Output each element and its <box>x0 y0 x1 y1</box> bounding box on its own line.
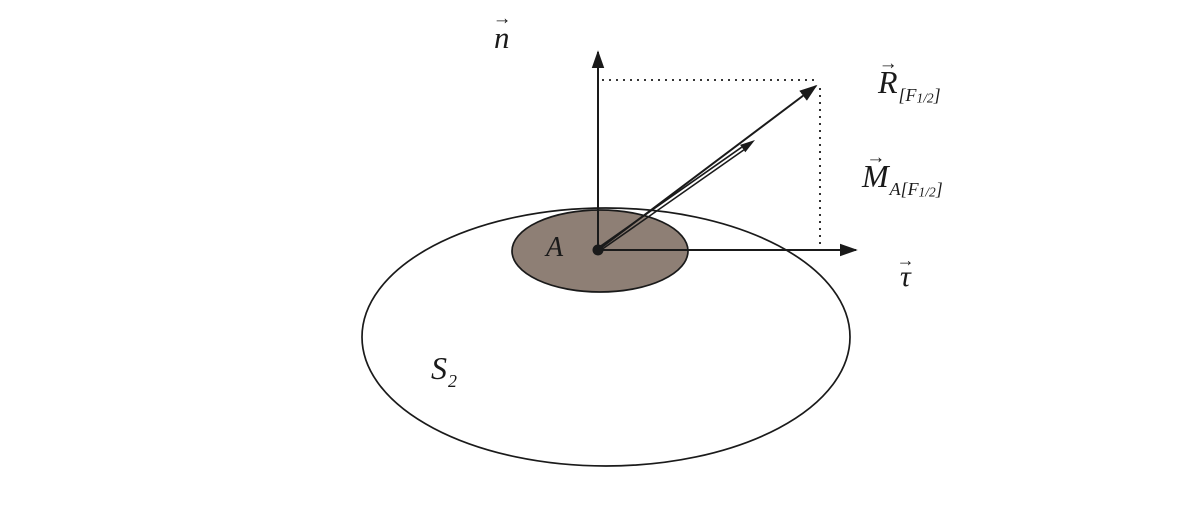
moment-vector-symbol: → M <box>862 148 889 194</box>
subscript-fraction: 1/2 <box>918 184 936 200</box>
subscript-force-symbol: F <box>905 85 917 106</box>
subscript-open-bracket: [ <box>898 85 906 106</box>
surface-ellipse <box>361 207 851 467</box>
label-normal-vector: → n <box>493 10 512 55</box>
moment-subscript: A[F1/2] <box>890 179 943 199</box>
label-moment-vector: → M A[F1/2] <box>862 148 943 199</box>
label-resultant-vector: → R [F1/2] <box>878 54 941 105</box>
normal-letter: n <box>494 20 510 55</box>
vector-arrow-icon: → <box>866 147 886 169</box>
subscript-force-symbol: F <box>907 179 919 200</box>
contact-area-letter: A <box>546 232 564 263</box>
subscript-open-bracket: [ <box>900 179 908 200</box>
vector-arrow-icon: → <box>878 53 898 75</box>
tangent-letter: τ <box>900 260 911 293</box>
vector-arrow-icon: → <box>492 8 512 30</box>
tangent-vector-symbol: → τ <box>897 251 915 293</box>
normal-vector-symbol: → n <box>493 10 512 55</box>
point-A-dot <box>592 244 604 256</box>
surface-letter: S <box>431 350 447 386</box>
label-surface: S2 <box>431 352 457 391</box>
subscript-point-symbol: A <box>889 179 901 200</box>
moment-vector-shaft-1 <box>598 149 745 253</box>
resultant-vector-symbol: → R <box>878 54 898 100</box>
subscript-fraction: 1/2 <box>916 90 934 106</box>
label-contact-area: A <box>546 234 563 262</box>
resultant-letter: R <box>878 64 898 100</box>
moment-vector-arrowhead <box>740 140 755 153</box>
subscript-close-bracket: ] <box>935 179 943 200</box>
vector-arrow-icon: → <box>896 249 915 270</box>
moment-vector-shaft-2 <box>596 146 743 250</box>
surface-subscript: 2 <box>448 371 457 392</box>
label-tangent-vector: → τ <box>897 251 915 293</box>
subscript-close-bracket: ] <box>933 85 941 106</box>
moment-letter: M <box>862 158 889 194</box>
resultant-subscript: [F1/2] <box>899 85 941 105</box>
